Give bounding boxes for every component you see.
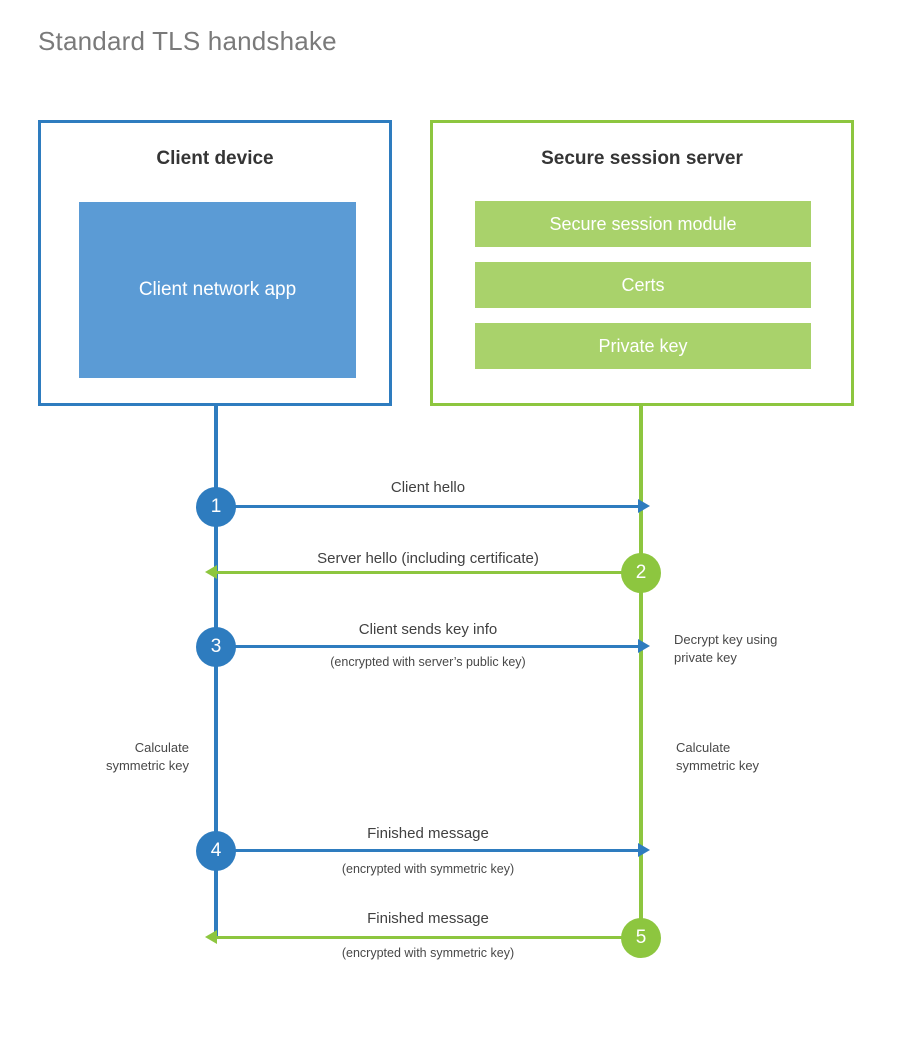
page-title: Standard TLS handshake: [38, 26, 337, 56]
message-arrow-1: [216, 499, 650, 513]
note-client-calculate-symmetric-key: Calculate symmetric key: [105, 740, 189, 773]
arrowhead-left-icon: [205, 565, 217, 579]
arrowhead-right-icon: [638, 843, 650, 857]
note-decrypt-key: Decrypt key using private key: [674, 632, 778, 665]
client-network-app-label: Client network app: [138, 279, 297, 301]
message-sublabel-5: (encrypted with symmetric key): [341, 946, 515, 960]
server-block-secure-session-module: Secure session module: [475, 201, 811, 247]
step-marker-2: 2: [621, 553, 661, 593]
private-key-label: Private key: [598, 335, 688, 356]
arrowhead-right-icon: [638, 639, 650, 653]
message-label-1: Client hello: [390, 479, 466, 496]
arrowhead-left-icon: [205, 930, 217, 944]
message-sublabel-3: (encrypted with server’s public key): [330, 655, 526, 669]
server-block-certs: Certs: [475, 262, 811, 308]
client-device-box: Client device Client network app: [38, 120, 392, 406]
certs-label: Certs: [621, 274, 665, 295]
message-arrow-3: [216, 639, 650, 653]
step-marker-1: 1: [196, 487, 236, 527]
message-label-2: Server hello (including certificate): [317, 550, 539, 567]
client-device-title: Client device: [156, 148, 274, 169]
secure-session-server-title: Secure session server: [541, 148, 743, 169]
arrowhead-right-icon: [638, 499, 650, 513]
secure-session-server-box: Secure session server Secure session mod…: [430, 120, 854, 406]
message-arrow-4: [216, 843, 650, 857]
message-label-5: Finished message: [367, 910, 489, 927]
message-arrow-5: [205, 930, 639, 944]
note-server-calculate-symmetric-key: Calculate symmetric key: [676, 740, 760, 773]
message-sublabel-4: (encrypted with symmetric key): [341, 862, 515, 876]
server-component-stack: Secure session module Certs Private key: [475, 201, 811, 384]
secure-session-module-label: Secure session module: [549, 213, 737, 234]
server-lifeline: [639, 403, 643, 938]
step-marker-5: 5: [621, 918, 661, 958]
server-block-private-key: Private key: [475, 323, 811, 369]
message-label-3: Client sends key info: [358, 621, 498, 638]
message-label-4: Finished message: [367, 825, 489, 842]
step-marker-3: 3: [196, 627, 236, 667]
step-marker-4: 4: [196, 831, 236, 871]
message-arrow-2: [205, 565, 639, 579]
client-network-app-block: Client network app: [79, 202, 356, 378]
client-lifeline: [214, 403, 218, 938]
